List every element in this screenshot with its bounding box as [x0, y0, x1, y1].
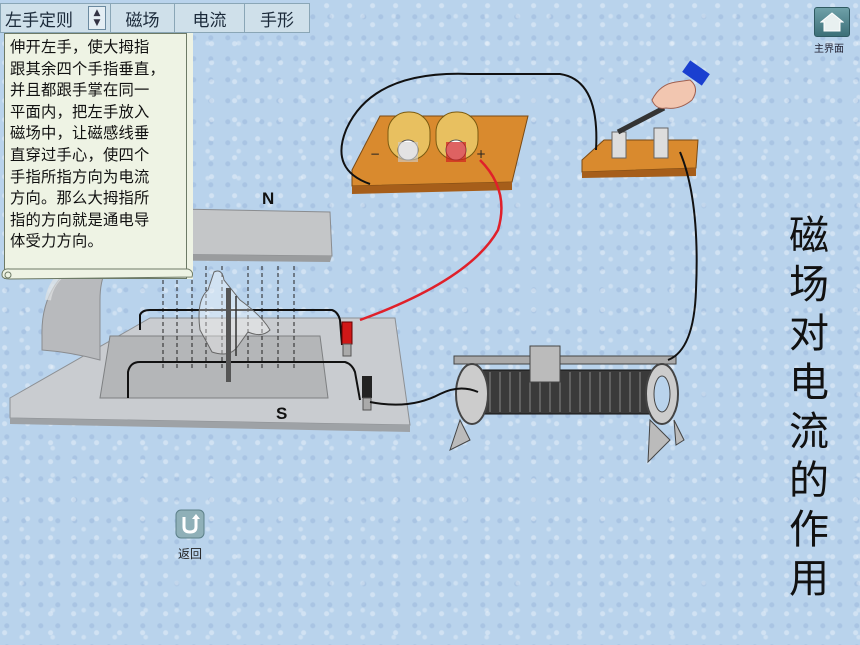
explanation-line: 平面内，把左手放入 — [10, 102, 150, 121]
explanation-line: 体受力方向。 — [10, 232, 103, 251]
tab-left-hand-rule[interactable]: 左手定则 ▲ ▼ — [0, 3, 110, 33]
tab-magnetic-field-label: 磁场 — [125, 10, 160, 31]
title-char: 对 — [789, 311, 829, 357]
tab-current[interactable]: 电流 — [174, 3, 244, 33]
explanation-line: 方向。那么大拇指所 — [10, 189, 150, 208]
title-char: 的 — [789, 458, 829, 504]
home-label: 主界面 — [814, 44, 844, 55]
explanation-line: 并且都跟手掌在同一 — [10, 81, 150, 100]
south-pole-label: S — [276, 404, 288, 423]
explanation-line: 跟其余四个手指垂直， — [10, 59, 165, 78]
title-char: 电 — [789, 360, 829, 406]
scroll-curl-icon — [1, 268, 193, 280]
tab-hand-shape[interactable]: 手形 — [244, 3, 310, 33]
back-label: 返回 — [178, 547, 203, 561]
title-char: 流 — [789, 409, 829, 455]
spinner-up-icon[interactable]: ▲ — [93, 8, 101, 18]
tab-magnetic-field[interactable]: 磁场 — [110, 3, 174, 33]
tab-current-label: 电流 — [192, 10, 227, 31]
title-char: 磁 — [789, 213, 829, 259]
u-turn-icon — [175, 509, 205, 539]
house-icon — [820, 12, 844, 32]
tab-spinner[interactable]: ▲ ▼ — [88, 6, 106, 30]
svg-text:+: + — [476, 147, 486, 161]
spinner-down-icon[interactable]: ▼ — [93, 18, 101, 28]
page-title: 磁 场 对 电 流 的 作 用 — [786, 212, 832, 604]
title-char: 用 — [789, 556, 829, 602]
title-char: 作 — [789, 507, 829, 553]
explanation-panel: 伸开左手，使大拇指 跟其余四个手指垂直， 并且都跟手掌在同一 平面内，把左手放入… — [4, 33, 190, 279]
explanation-scrollbar[interactable] — [186, 33, 193, 279]
tab-bar: 左手定则 ▲ ▼ 磁场 电流 手形 — [0, 3, 310, 33]
explanation-line: 直穿过手心，使四个 — [10, 145, 150, 164]
explanation-line: 伸开左手，使大拇指 — [10, 38, 150, 56]
north-pole-label: N — [262, 189, 275, 208]
back-button[interactable] — [174, 508, 206, 540]
tab-hand-shape-label: 手形 — [260, 10, 294, 31]
title-char: 场 — [789, 262, 829, 308]
explanation-line: 磁场中，让磁感线垂 — [10, 124, 150, 143]
explanation-line: 手指所指方向为电流 — [10, 167, 150, 186]
explanation-line: 指的方向就是通电导 — [10, 210, 150, 229]
home-button[interactable] — [814, 7, 850, 37]
svg-text:−: − — [370, 147, 380, 161]
tab-left-hand-rule-label: 左手定则 — [5, 10, 73, 31]
